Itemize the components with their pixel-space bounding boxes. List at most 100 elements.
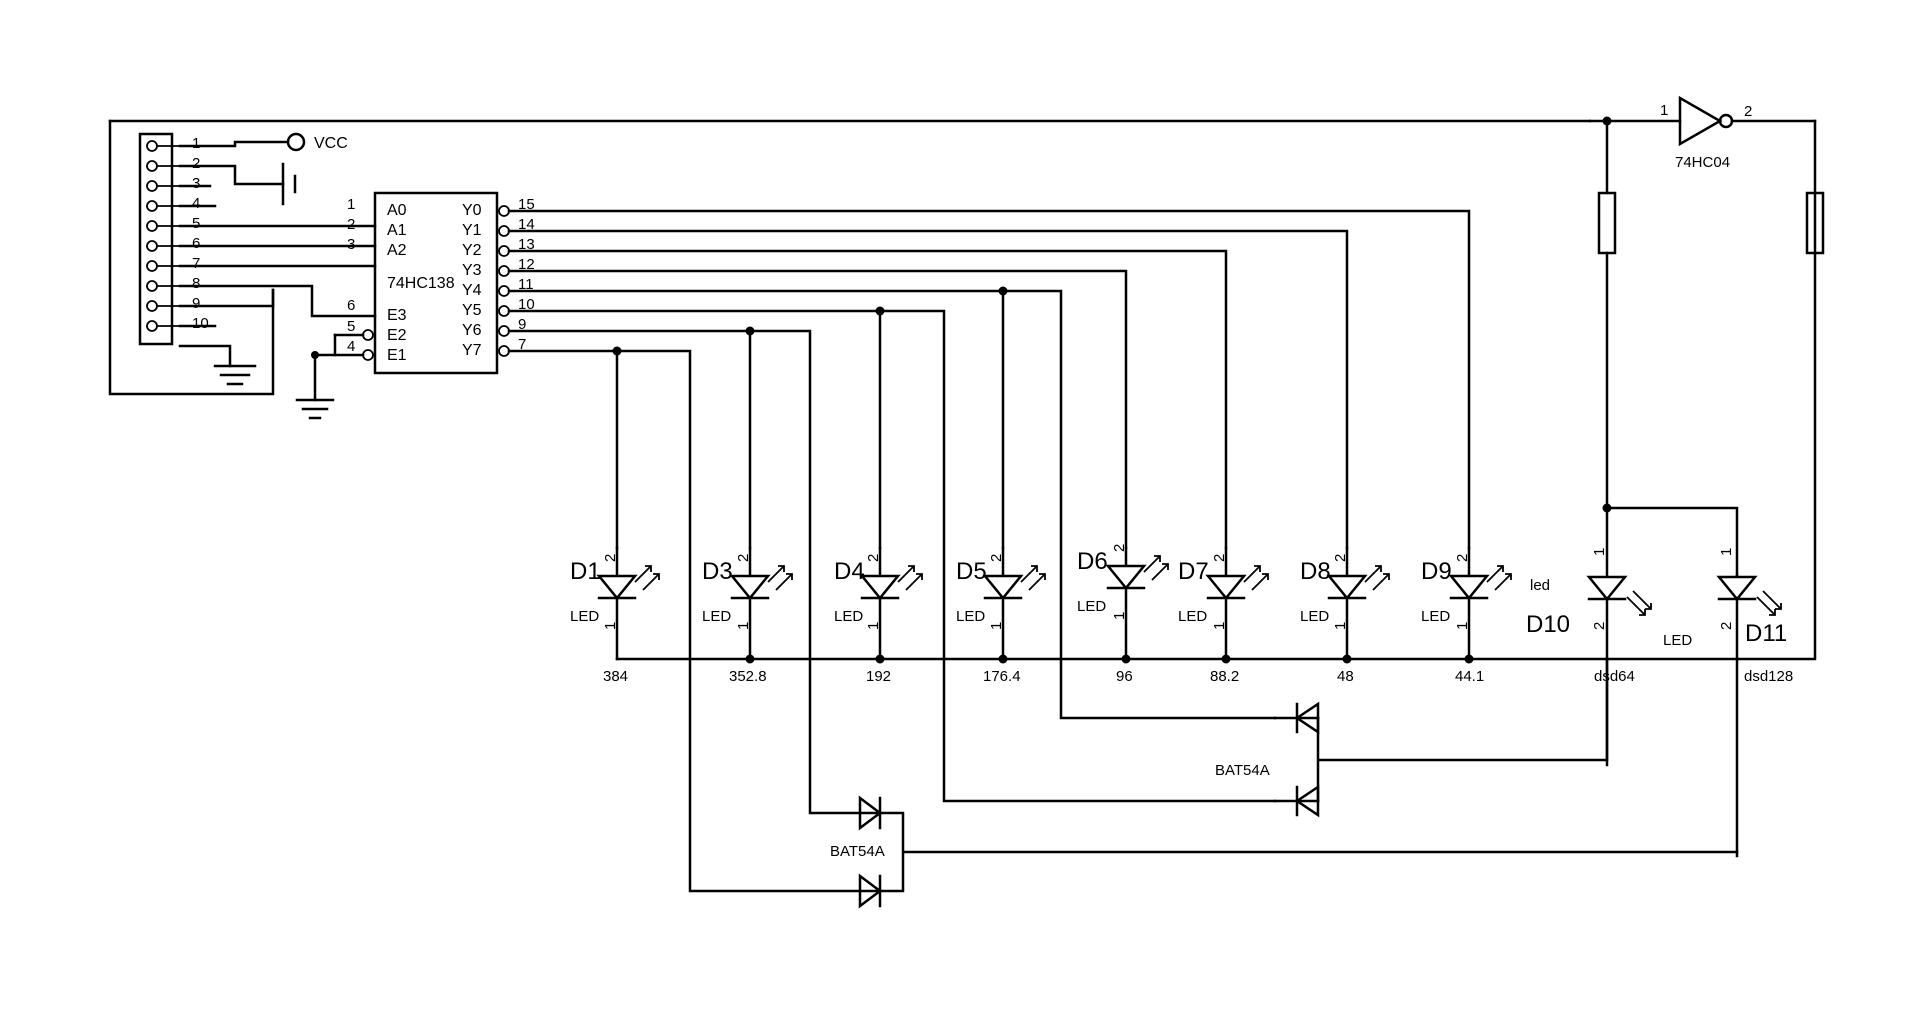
pin-number-E1: 4 <box>347 338 355 355</box>
resistor-icon <box>1805 191 1825 255</box>
led-type-d6: LED <box>1077 598 1106 615</box>
svg-text:2: 2 <box>735 554 752 562</box>
led-value-d4: 192 <box>866 668 891 685</box>
pin-number-Y5: 10 <box>518 296 535 313</box>
bat54a-right: BAT54A <box>1215 657 1609 818</box>
inverter-pin-in: 1 <box>1660 102 1668 119</box>
led-type-d7: LED <box>1178 608 1207 625</box>
inverter-name: 74HC04 <box>1675 154 1730 171</box>
led-ref-d4: D4 <box>834 558 865 585</box>
decoder-74hc138: 74HC138 A0 A1 A2 E3 E2 E1 1 2 3 6 5 4 Y0… <box>295 191 535 420</box>
decoder-output-wires <box>507 209 1471 893</box>
conn-pin-6: 6 <box>192 235 200 252</box>
pin-label-E1: E1 <box>387 347 407 364</box>
svg-text:2: 2 <box>1211 554 1228 562</box>
svg-text:1: 1 <box>988 622 1005 630</box>
pin-number-Y2: 13 <box>518 236 535 253</box>
led-type-d9: LED <box>1421 608 1450 625</box>
svg-text:1: 1 <box>1211 622 1228 630</box>
svg-text:1: 1 <box>1591 548 1608 556</box>
svg-text:1: 1 <box>602 622 619 630</box>
led-ref-d11: D11 <box>1745 620 1787 647</box>
led-icon-d11 <box>1716 573 1782 858</box>
led-icon-d4 <box>859 546 923 661</box>
led-icon-d9 <box>1448 546 1512 661</box>
svg-text:2: 2 <box>1591 622 1608 630</box>
resistor-icon <box>1597 191 1617 255</box>
conn-pin-1: 1 <box>192 135 200 152</box>
bat54a-left-label: BAT54A <box>830 843 885 860</box>
svg-text:2: 2 <box>865 554 882 562</box>
conn-pin-4: 4 <box>192 195 200 212</box>
pin-label-E2: E2 <box>387 327 407 344</box>
led-d9-extra: led <box>1530 577 1550 594</box>
inverter-pin-out: 2 <box>1744 103 1752 120</box>
pin-label-Y5: Y5 <box>462 302 482 319</box>
inverter-icon <box>1678 95 1723 147</box>
svg-text:1: 1 <box>735 622 752 630</box>
pin-label-Y6: Y6 <box>462 322 482 339</box>
pin-number-A0: 1 <box>347 196 355 213</box>
led-value-d9: 44.1 <box>1455 668 1484 685</box>
vcc-terminal <box>286 132 306 152</box>
conn-pin-10: 10 <box>192 315 209 332</box>
bat54a-left: BAT54A <box>830 795 1739 909</box>
connector-10pin: 1 2 3 4 5 6 7 8 9 10 VCC <box>108 119 1592 396</box>
pin-label-E3: E3 <box>387 307 407 324</box>
pin-number-Y3: 12 <box>518 256 535 273</box>
led-ref-d3: D3 <box>702 558 733 585</box>
pin-label-Y4: Y4 <box>462 282 482 299</box>
led-icon-d5 <box>982 546 1046 661</box>
led-pin-numbers: 2 1 2 1 2 1 2 1 2 1 2 1 2 1 2 1 1 2 1 2 <box>602 544 1735 630</box>
conn-pin-2: 2 <box>192 155 200 172</box>
led-type-d4: LED <box>834 608 863 625</box>
led-ref-d1: D1 <box>570 558 601 585</box>
pin-label-Y2: Y2 <box>462 242 482 259</box>
bat54a-right-label: BAT54A <box>1215 762 1270 779</box>
led-icon-d8 <box>1326 546 1390 661</box>
led-type-d3: LED <box>702 608 731 625</box>
ground-icon <box>295 398 335 420</box>
svg-text:2: 2 <box>1718 622 1735 630</box>
pin-number-A1: 2 <box>347 216 355 233</box>
pin-label-Y0: Y0 <box>462 202 482 219</box>
led-value-d1: 384 <box>603 668 628 685</box>
led-value-d3: 352.8 <box>729 668 767 685</box>
pin-label-A1: A1 <box>387 222 407 239</box>
connector-pin-numbers: 1 2 3 4 5 6 7 8 9 10 <box>192 135 209 332</box>
pin-number-E2: 5 <box>347 318 355 335</box>
led-value-d10: dsd64 <box>1594 668 1635 685</box>
pin-number-E3: 6 <box>347 297 355 314</box>
right-led-label: LED <box>1663 632 1692 649</box>
svg-text:2: 2 <box>1332 554 1349 562</box>
led-value-d5: 176.4 <box>983 668 1021 685</box>
led-ref-d10: D10 <box>1526 611 1570 638</box>
decoder-name: 74HC138 <box>387 275 455 292</box>
led-ref-d7: D7 <box>1178 558 1209 585</box>
pin-number-Y1: 14 <box>518 216 535 233</box>
led-type-d5: LED <box>956 608 985 625</box>
conn-pin-8: 8 <box>192 275 200 292</box>
conn-pin-5: 5 <box>192 215 200 232</box>
led-icon-d6 <box>1105 546 1169 661</box>
resistors <box>1597 119 1825 577</box>
pin-label-A2: A2 <box>387 242 407 259</box>
led-ref-d8: D8 <box>1300 558 1331 585</box>
vcc-label: VCC <box>314 135 348 152</box>
pin-label-Y7: Y7 <box>462 342 482 359</box>
led-value-d6: 96 <box>1116 668 1133 685</box>
led-ref-d9: D9 <box>1421 558 1452 585</box>
connector-pins <box>146 140 180 332</box>
led-type-d8: LED <box>1300 608 1329 625</box>
inverter-74hc04: 1 2 74HC04 <box>1588 95 1817 171</box>
led-value-d11: dsd128 <box>1744 668 1793 685</box>
pin-number-Y6: 9 <box>518 316 526 333</box>
led-icon-d7 <box>1205 546 1269 661</box>
svg-text:2: 2 <box>602 554 619 562</box>
svg-text:1: 1 <box>1111 612 1128 620</box>
pin-number-Y4: 11 <box>518 276 534 293</box>
led-value-d8: 48 <box>1337 668 1354 685</box>
ground-icon <box>213 364 257 386</box>
svg-text:2: 2 <box>1111 544 1128 552</box>
